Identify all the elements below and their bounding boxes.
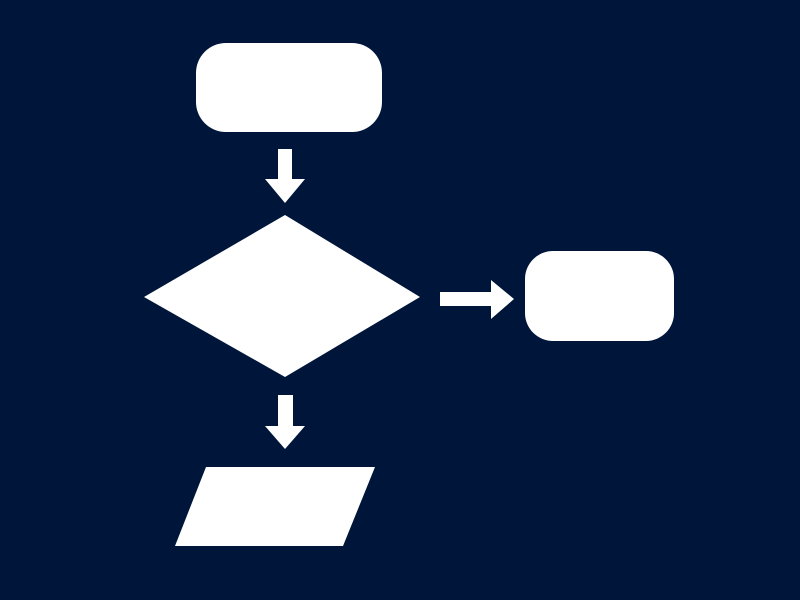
decision-diamond-shape: [144, 215, 420, 377]
decision-node[interactable]: [144, 215, 420, 377]
end-terminator-shape: [525, 251, 674, 341]
input-output-node[interactable]: [175, 467, 375, 546]
input-output-parallelogram-shape: [175, 467, 375, 546]
arrow-down-decision-to-io: [265, 395, 305, 449]
start-terminator-shape: [196, 43, 382, 132]
start-terminator-node[interactable]: [196, 43, 382, 132]
arrow-down-start-to-decision: [265, 149, 305, 203]
arrow-right-decision-to-end: [440, 280, 514, 319]
end-terminator-node[interactable]: [525, 251, 674, 341]
